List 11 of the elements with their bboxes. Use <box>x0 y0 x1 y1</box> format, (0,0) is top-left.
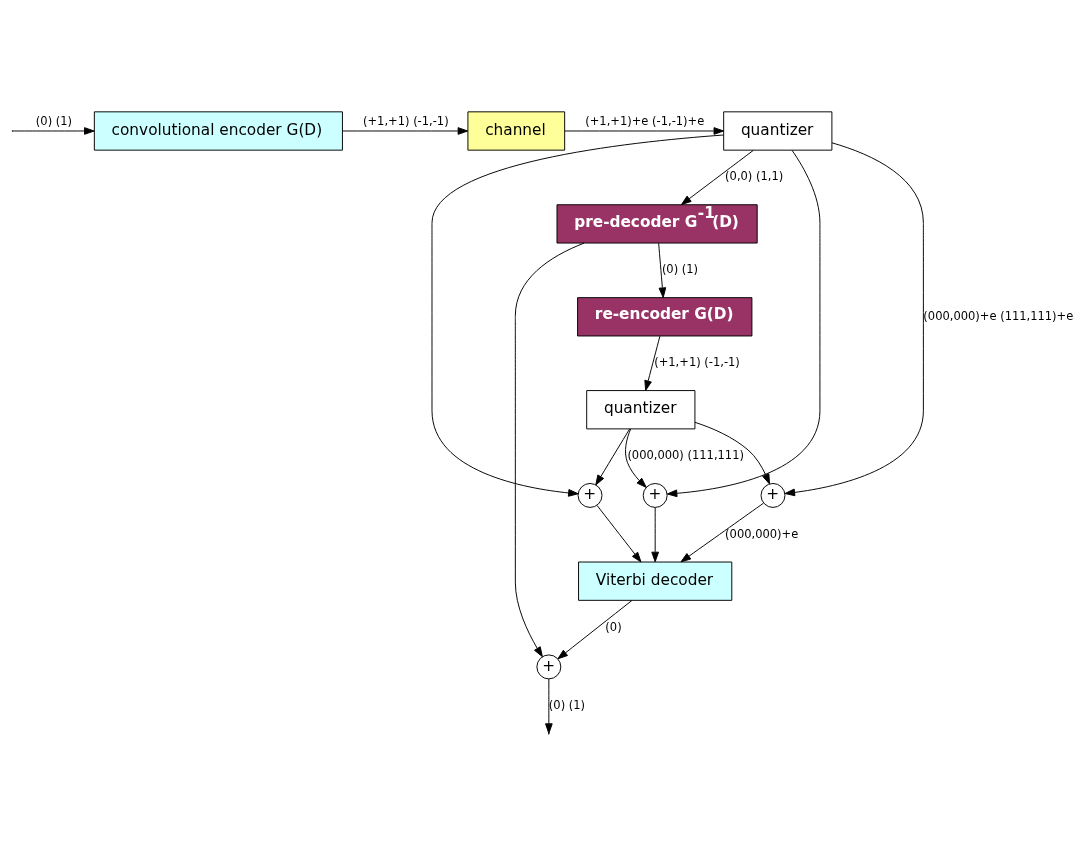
edge-label: (+1,+1) (-1,-1) <box>654 355 740 370</box>
edge-label: (000,000) (111,111) <box>627 448 744 463</box>
edge-label: (000,000)+e (111,111)+e <box>923 308 1074 323</box>
edge-label: (+1,+1)+e (-1,-1)+e <box>585 113 705 128</box>
edge-label: (0) <box>605 619 622 634</box>
edge-label: (0) (1) <box>548 698 586 713</box>
edge-label: (0) (1) <box>661 262 699 277</box>
edge-label: (+1,+1) (-1,-1) <box>363 113 449 128</box>
edge-label: (0) (1) <box>35 113 73 128</box>
edge-label: (0,0) (1,1) <box>725 169 784 184</box>
edge-label: (000,000)+e <box>725 526 799 541</box>
